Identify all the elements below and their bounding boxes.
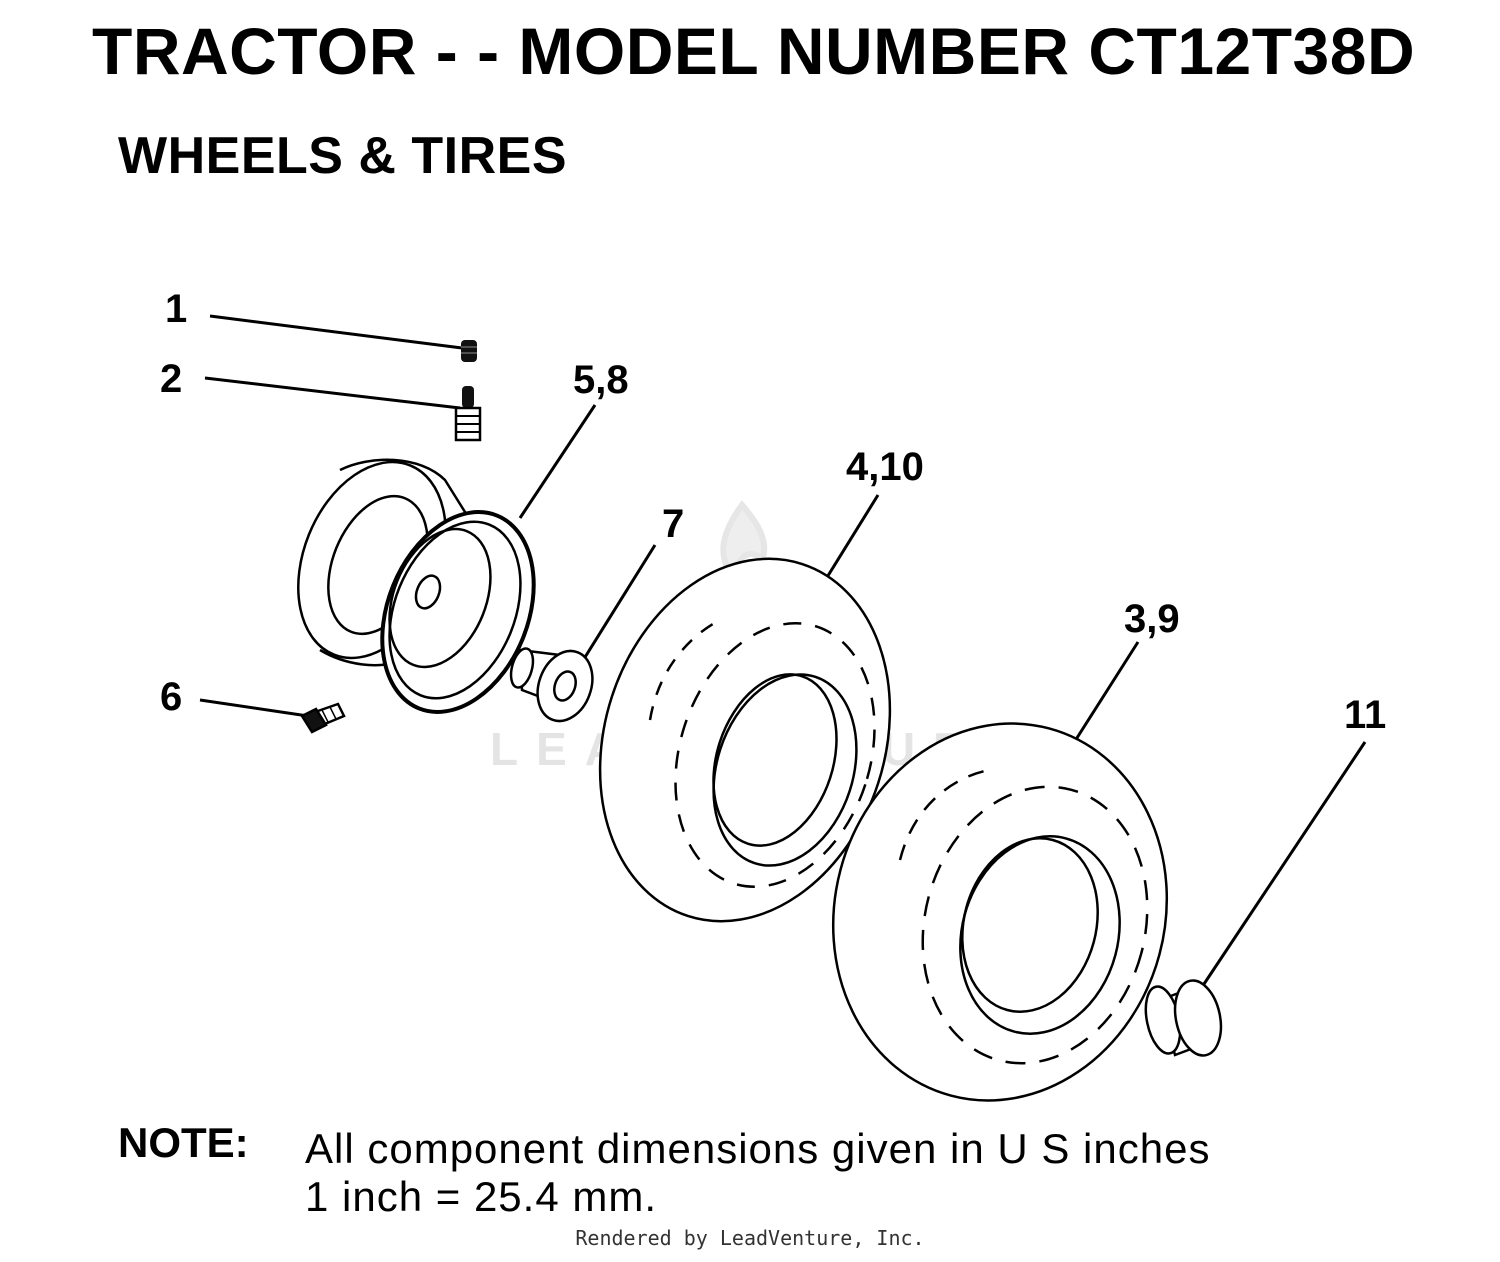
note-text-line-2: 1 inch = 25.4 mm. <box>305 1173 657 1220</box>
leader-11 <box>1198 741 1367 991</box>
leader-3-9 <box>1066 641 1140 753</box>
leader-7 <box>580 544 657 663</box>
callout-7: 7 <box>662 502 684 546</box>
callout-4-10: 4,10 <box>846 445 924 489</box>
callout-6: 6 <box>160 675 182 719</box>
leader-2 <box>204 376 461 410</box>
leader-1 <box>209 314 463 350</box>
bushing-part <box>509 647 594 723</box>
section-title: WHEELS & TIRES <box>118 127 568 185</box>
valve-cap-part <box>461 340 477 362</box>
page-title: TRACTOR - - MODEL NUMBER CT12T38D <box>92 14 1416 88</box>
footer-credit: Rendered by LeadVenture, Inc. <box>575 1226 925 1250</box>
callout-11: 11 <box>1344 693 1386 737</box>
callout-2: 2 <box>160 357 182 401</box>
note-text-line-1: All component dimensions given in U S in… <box>305 1125 1211 1172</box>
rear-tire-part <box>831 722 1169 1102</box>
wheel-rim-part <box>297 458 536 714</box>
leader-6 <box>199 698 309 718</box>
callout-3-9: 3,9 <box>1124 597 1180 641</box>
callout-1: 1 <box>165 287 187 331</box>
valve-stem-part <box>454 386 482 442</box>
bolt-part <box>300 702 346 734</box>
hub-cap-part <box>1144 979 1223 1057</box>
callout-5-8: 5,8 <box>573 358 629 402</box>
tire-part <box>598 557 892 923</box>
leader-5-8 <box>518 404 597 519</box>
note-label: NOTE: <box>118 1119 249 1166</box>
